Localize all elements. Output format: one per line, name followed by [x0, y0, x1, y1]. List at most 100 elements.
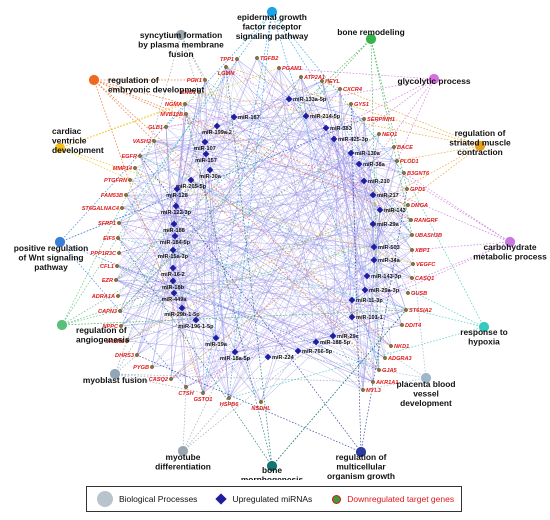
gene-label-vegfc: VEGFC — [416, 262, 436, 268]
association-edge — [225, 66, 481, 147]
mirna-node — [173, 185, 181, 193]
mirna-label-mir-38a: miR-38a — [363, 162, 386, 168]
mirna-label-mir-188-5p: miR-188-5p — [320, 340, 351, 346]
mirna-label-mir-29c: miR-29c — [337, 334, 359, 340]
gene-label-bace: BACE — [397, 145, 413, 151]
gene-node — [338, 87, 342, 91]
gene-node — [361, 388, 365, 392]
interaction-edge — [134, 167, 269, 358]
mirna-diamond-icon — [215, 493, 228, 505]
association-edge — [170, 145, 481, 380]
association-edge — [225, 66, 511, 243]
association-edge — [403, 172, 485, 328]
mirna-label-mir-18a-5p: miR-18a-5p — [220, 356, 251, 362]
gene-label-gja5: GJA5 — [382, 368, 398, 374]
gene-label-eif5: EIF5 — [103, 236, 116, 242]
gene-label-tgfb2: TGFB2 — [260, 56, 279, 62]
gene-label-nppc: NPPC — [102, 324, 119, 330]
gene-label-lgmn: LGMN — [218, 71, 235, 77]
gene-node — [135, 353, 139, 357]
interaction-edge — [126, 340, 236, 353]
interaction-edge — [321, 80, 366, 291]
mirna-label-mir-188: miR-188 — [163, 228, 185, 234]
interaction-edge — [228, 356, 269, 399]
gene-node — [114, 278, 118, 282]
gene-label-cfl1: CFL1 — [100, 264, 114, 270]
association-edge — [59, 147, 131, 181]
mirna-label-mir-205-5p: miR-205-5p — [176, 184, 207, 190]
association-edge — [321, 80, 481, 147]
interaction-edge — [278, 67, 368, 277]
interaction-edge — [115, 127, 327, 281]
gene-label-myl3: MYL3 — [366, 388, 382, 394]
gene-node — [117, 221, 121, 225]
interaction-edge — [351, 263, 414, 301]
legend-gene-label: Downregulated target genes — [347, 494, 455, 504]
association-edge — [182, 263, 414, 452]
interaction-edge — [363, 118, 374, 196]
gene-label-vash2: VASH2 — [133, 139, 152, 145]
interaction-edge — [115, 279, 299, 352]
mirna-node — [178, 304, 186, 312]
interaction-edge — [117, 223, 374, 297]
mirna-node — [213, 122, 221, 130]
mirna-label-mir-449a: miR-449a — [162, 297, 188, 303]
interaction-edge — [120, 138, 335, 327]
interaction-edge — [333, 138, 413, 236]
mirna-node — [171, 232, 179, 240]
interaction-edge — [358, 163, 413, 236]
interaction-edge — [118, 222, 334, 337]
interaction-edge — [300, 76, 334, 337]
interaction-edge — [333, 138, 386, 359]
interaction-edge — [236, 58, 368, 277]
mirna-gene-edges — [115, 57, 414, 403]
gene-label-cxcr4: CXCR4 — [343, 87, 363, 93]
mirna-node — [231, 348, 239, 356]
association-edge — [93, 79, 409, 206]
interaction-edge — [173, 133, 380, 294]
gene-label-plod1: PLOD1 — [400, 159, 419, 165]
interaction-edge — [256, 57, 353, 318]
interaction-edge — [204, 79, 381, 211]
gene-node — [117, 251, 121, 255]
mirna-label-mir-15a-3p: miR-15a-3p — [158, 254, 189, 260]
gene-node — [197, 90, 201, 94]
gene-label-akr1a1: AKR1A1 — [375, 380, 398, 386]
association-edge — [184, 103, 511, 243]
interaction-edge — [372, 223, 414, 265]
interaction-edge — [172, 76, 302, 282]
interaction-edge — [174, 234, 413, 237]
association-edge — [93, 79, 204, 394]
interaction-edge — [173, 103, 352, 225]
interaction-edge — [174, 235, 204, 394]
interaction-edge — [260, 138, 335, 403]
association-edge — [165, 78, 435, 128]
interaction-edge — [172, 57, 258, 269]
gene-dot-icon — [332, 494, 342, 504]
interaction-edge — [172, 280, 407, 311]
mirna-label-mir-18b: miR-18b — [162, 285, 185, 291]
process-node-epidermal-growth-factor-receptor-signaling-pathway — [266, 6, 278, 18]
mirna-label-mir-11-3p: miR-11-3p — [356, 298, 383, 304]
gene-node — [383, 356, 387, 360]
mirna-label-mir-217: miR-217 — [377, 193, 399, 199]
mirna-node — [169, 246, 177, 254]
interaction-edge — [204, 80, 323, 143]
interaction-edge — [172, 277, 413, 282]
gene-label-nkd1: NKD1 — [394, 344, 409, 350]
interaction-edge — [297, 204, 409, 352]
interaction-edge — [174, 235, 364, 391]
legend-upregulated-mirnas: Upregulated miRNAs — [197, 493, 312, 505]
gene-node — [203, 78, 207, 82]
interaction-edge — [126, 319, 197, 342]
interaction-edge — [267, 309, 407, 358]
association-edge — [59, 118, 365, 243]
interaction-edge — [362, 289, 366, 391]
association-edge — [411, 241, 511, 251]
association-edge — [396, 145, 481, 162]
mirna-label-mir-383: miR-383 — [330, 126, 352, 132]
gene-label-adra1a: ADRA1A — [91, 294, 115, 300]
interaction-edge — [134, 125, 218, 169]
